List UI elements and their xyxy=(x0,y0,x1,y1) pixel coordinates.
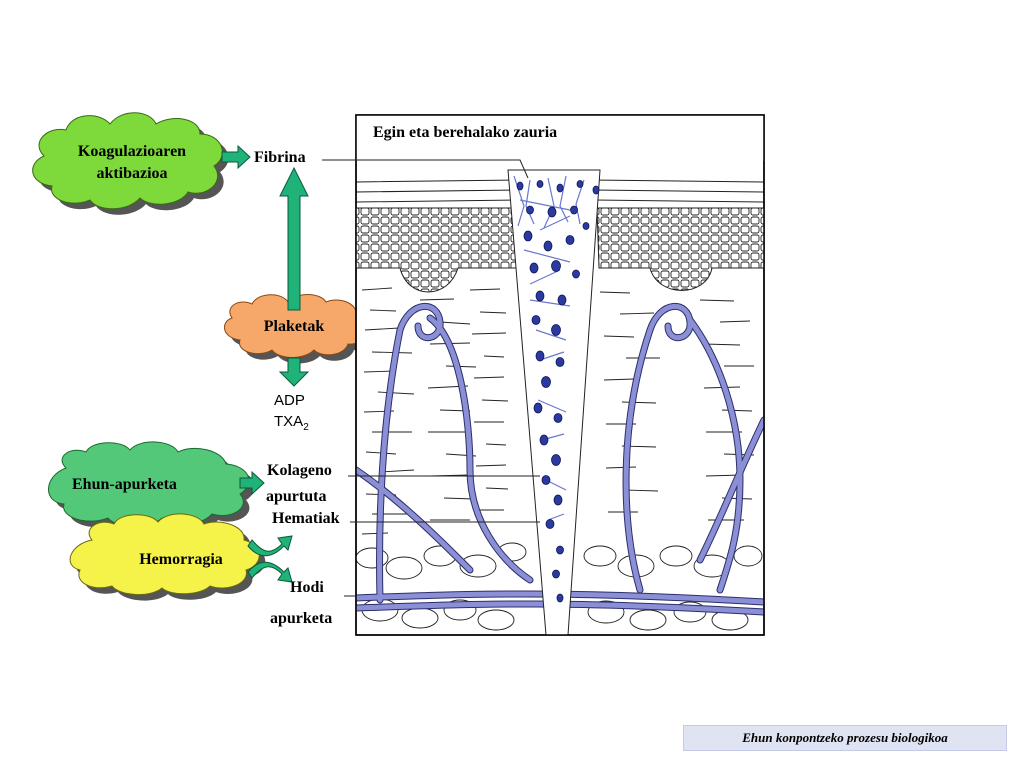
collagen-label-line2: apurtuta xyxy=(266,488,327,505)
skin-panel xyxy=(355,114,765,636)
cloud-tissue-shape xyxy=(48,441,250,527)
fibrin-strands xyxy=(513,175,585,521)
erythrocytes-label: Hematiak xyxy=(272,510,340,527)
cloud-coagulation-line1: Koagulazioaren xyxy=(77,143,187,160)
cloud-tissue-label: Ehun-apurketa xyxy=(72,476,177,493)
arrow-hemorrhage-curved xyxy=(247,535,293,583)
txa-label: TXA2 xyxy=(274,413,309,433)
cloud-hemorrhage xyxy=(69,513,266,601)
cloud-coagulation-label: Koagulazioaren aktibazioa xyxy=(52,141,212,185)
cloud-hemorrhage-shape xyxy=(69,513,260,595)
cloud-tissue xyxy=(48,441,255,533)
txa-subscript: 2 xyxy=(303,422,309,433)
cloud-platelets xyxy=(224,294,371,364)
vessel-label-line1: Hodi xyxy=(290,579,324,596)
vessels xyxy=(356,304,764,615)
footer-caption: Ehun konpontzeko prozesu biologikoa xyxy=(683,725,1007,751)
arrow-coagulation-to-fibrin xyxy=(221,144,251,170)
cloud-coagulation-shape xyxy=(32,112,223,210)
cloud-coagulation-line2: aktibazioa xyxy=(96,165,168,182)
collagen-label-line1: Kolageno xyxy=(267,462,332,479)
panel-title: Egin eta berehalako zauria xyxy=(373,124,558,141)
cloud-hemorrhage-label: Hemorragia xyxy=(139,551,223,568)
leader-lines xyxy=(322,159,540,597)
blood-cells xyxy=(516,180,600,603)
wound-gap xyxy=(507,169,601,635)
arrow-tissue-to-collagen xyxy=(239,470,265,496)
adp-label: ADP xyxy=(274,392,305,409)
txa-text: TXA xyxy=(274,413,304,430)
cloud-coagulation xyxy=(32,112,229,215)
arrow-platelets-down xyxy=(278,357,310,387)
fibrin-label: Fibrina xyxy=(254,149,306,166)
arrow-platelets-to-fibrin xyxy=(279,166,309,311)
cloud-platelets-label: Plaketak xyxy=(263,318,325,335)
vessel-label-line2: apurketa xyxy=(270,610,333,627)
